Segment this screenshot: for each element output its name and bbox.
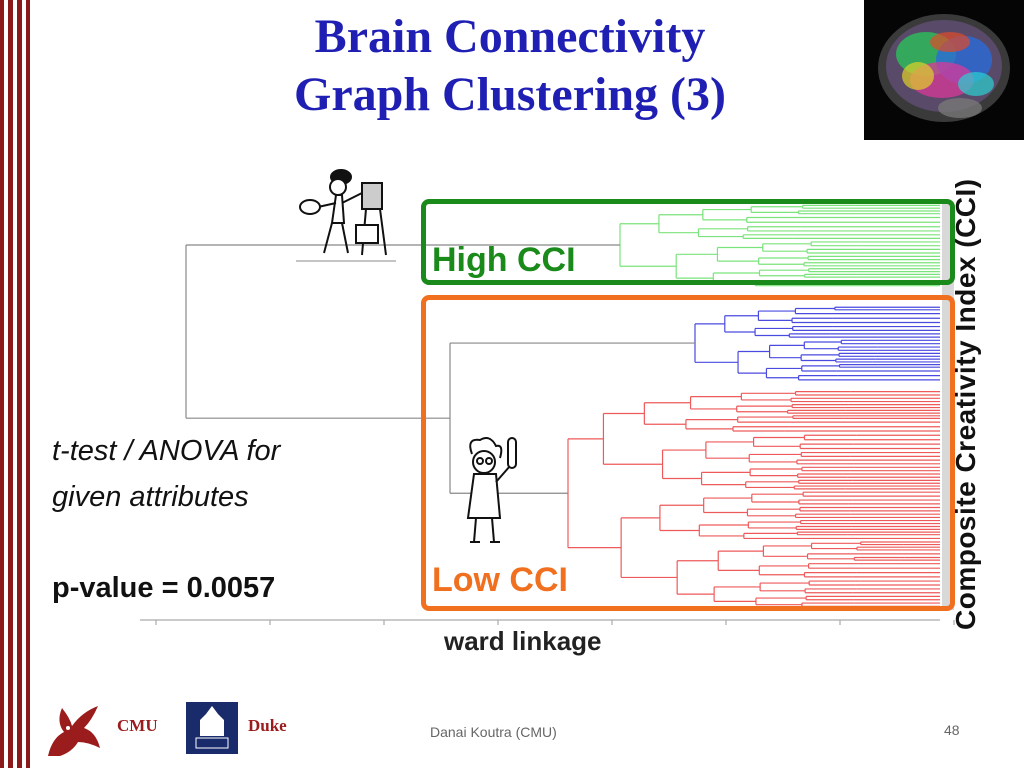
cci-axis-label: Composite Creativity Index (CCI) <box>950 178 981 630</box>
high-cci-cluster-box <box>421 199 955 285</box>
p-value-text: p-value = 0.0057 <box>52 572 276 604</box>
x-axis-label: ward linkage <box>444 626 602 656</box>
left-stripe-decoration <box>0 0 30 768</box>
dendrogram <box>140 202 955 625</box>
footer-author: Danai Koutra (CMU) <box>430 724 557 740</box>
low-cci-label: Low CCI <box>432 561 568 599</box>
ttest-line-1: t-test / ANOVA for <box>52 435 281 467</box>
page-number: 48 <box>944 722 960 738</box>
cmu-dragon-logo <box>48 706 100 756</box>
ttest-line-2: given attributes <box>52 481 249 513</box>
low-cci-cluster-box <box>421 295 955 611</box>
brain-tractography-image <box>864 0 1024 140</box>
title-line-2: Graph Clustering (3) <box>294 68 726 121</box>
cmu-label: CMU <box>117 716 158 735</box>
high-cci-label: High CCI <box>432 241 576 279</box>
slide-title: Brain Connectivity Graph Clustering (3) <box>200 8 820 124</box>
ttest-description: t-test / ANOVA for given attributes <box>52 428 280 520</box>
title-line-1: Brain Connectivity <box>314 10 706 63</box>
duke-logo <box>186 702 238 754</box>
duke-label: Duke <box>248 716 287 735</box>
scientist-cartoon-icon <box>466 437 517 543</box>
artist-cartoon-icon <box>296 169 396 262</box>
